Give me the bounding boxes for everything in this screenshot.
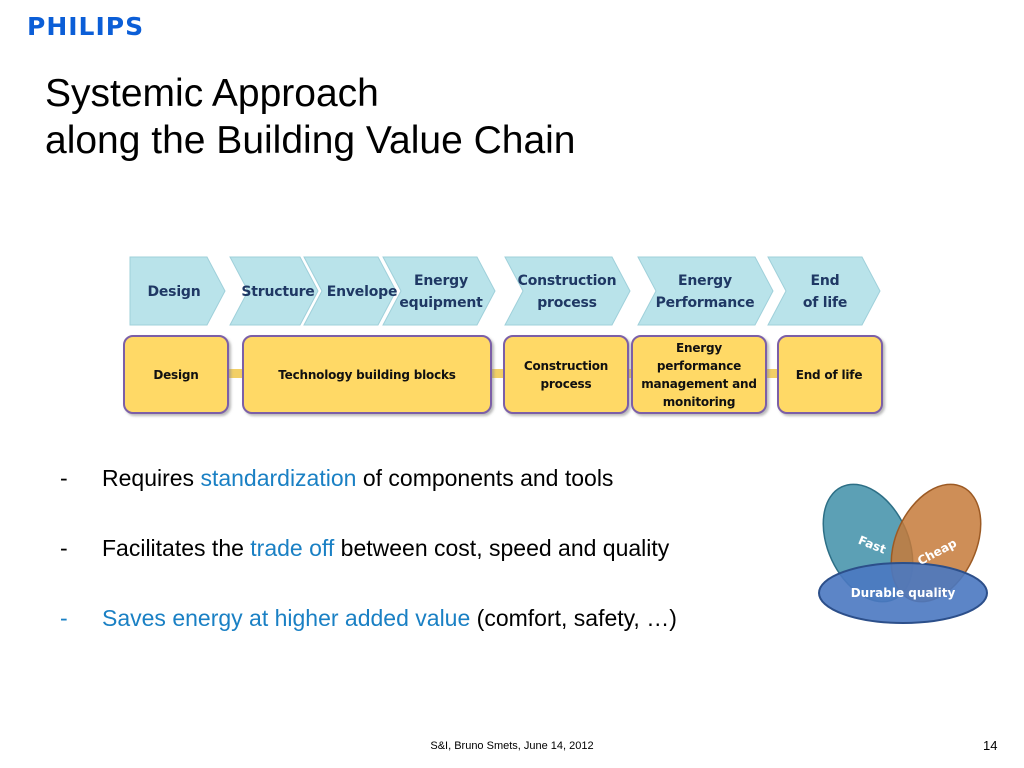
chevron-end-of-life	[767, 256, 881, 326]
bullet-highlight: standardization	[200, 465, 357, 491]
bullet-dash: -	[60, 535, 68, 561]
bullet-text: Requires	[102, 465, 201, 491]
bullet-dash: -	[60, 465, 68, 491]
chain-step-design: Design	[147, 284, 201, 300]
bullet-text: of components and tools	[356, 465, 614, 491]
chevron-envelope	[303, 256, 397, 326]
chevron-energy-performance	[637, 256, 774, 326]
page-number: 14	[983, 738, 998, 753]
chevron-construction-process	[504, 256, 631, 326]
bullet-highlight: trade off	[250, 535, 335, 561]
bullet-highlight: Saves energy at higher added value	[102, 605, 471, 631]
block-energy-performance-management: Energy performance management and monito…	[641, 341, 757, 409]
bullet-text: Facilitates the	[102, 535, 251, 561]
chain-step-construction-process: Construction process	[517, 273, 617, 311]
block-box-end-of-life	[777, 335, 883, 414]
philips-logo: PHILIPS	[27, 12, 145, 41]
venn-durable-label: Durable quality	[851, 586, 956, 600]
chevron-design	[129, 256, 226, 326]
chevron-structure	[229, 256, 319, 326]
block-box-design	[123, 335, 229, 414]
title-line-1: Systemic Approach	[45, 72, 379, 115]
bullet-text: (comfort, safety, …)	[470, 605, 677, 631]
venn-durable-circle	[818, 562, 988, 624]
chain-step-envelope: Envelope	[326, 284, 398, 300]
block-end-of-life: End of life	[795, 368, 863, 382]
title-line-2: along the Building Value Chain	[45, 119, 576, 162]
block-box-technology-building-blocks	[242, 335, 492, 414]
block-connector-bar	[220, 369, 790, 378]
block-technology-building-blocks: Technology building blocks	[278, 368, 456, 382]
block-box-construction-process	[503, 335, 629, 414]
chain-step-energy-performance: Energy Performance	[655, 273, 755, 311]
bullet-dash: -	[60, 605, 68, 631]
block-design: Design	[153, 368, 199, 382]
block-construction-process: Construction process	[523, 359, 609, 391]
chain-step-energy-equipment: Energy equipment	[399, 273, 483, 311]
chain-step-structure: Structure	[241, 284, 315, 300]
slide-title: Systemic Approach along the Building Val…	[45, 70, 576, 164]
chevron-energy-equipment	[382, 256, 496, 326]
footer-credit: S&I, Bruno Smets, June 14, 2012	[430, 740, 594, 752]
bullet-text: between cost, speed and quality	[334, 535, 670, 561]
block-box-energy-performance-management	[631, 335, 767, 414]
chain-step-end-of-life: End of life	[802, 273, 848, 311]
venn-diagram: Fast Cheap Durable quality	[818, 483, 988, 624]
